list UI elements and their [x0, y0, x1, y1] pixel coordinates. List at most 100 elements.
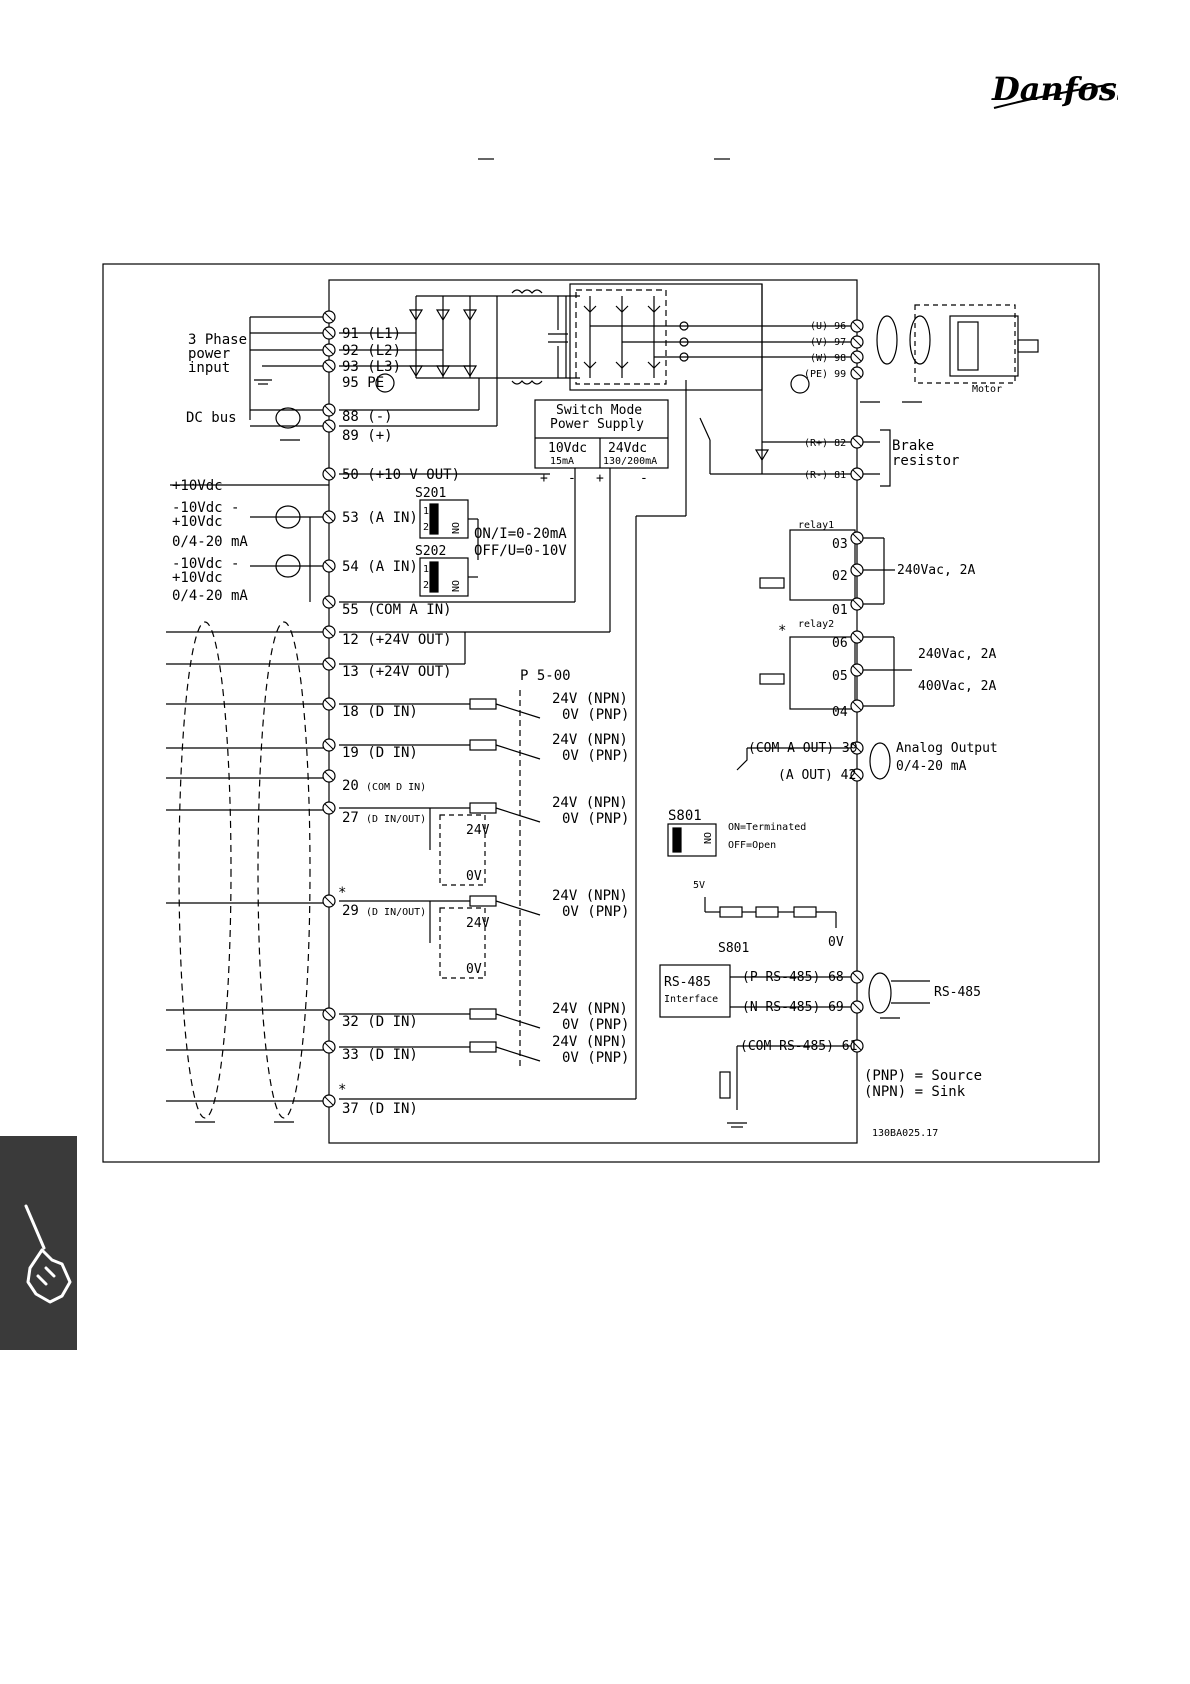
terminal-20-sub: (COM D IN)	[366, 782, 426, 793]
bias-0v-label: 0V	[828, 935, 844, 950]
din32-npn: 24V (NPN)	[552, 1001, 628, 1017]
din29-npn: 24V (NPN)	[552, 888, 628, 904]
left-terminals: 91 (L1) 92 (L2) 93 (L3) 95 PE 88 (-) 89 …	[338, 326, 460, 1117]
label-ain1-range3: 0/4-20 mA	[172, 534, 248, 550]
psu-10v: 10Vdc	[548, 441, 587, 456]
terminal-32: 32 (D IN)	[342, 1014, 418, 1030]
switch-s201-label: S201	[415, 486, 446, 501]
switch-note-current: ON/I=0-20mA	[474, 526, 567, 542]
s801-on-label: ON	[701, 832, 712, 844]
terminal-88: 88 (-)	[342, 409, 393, 425]
rs485-interface-1: RS-485	[664, 975, 711, 990]
terminal-37: 37 (D IN)	[342, 1101, 418, 1117]
legend-pnp: (PNP) = Source	[864, 1068, 982, 1084]
asterisk-37: *	[338, 1082, 346, 1098]
terminal-20: 20	[342, 778, 359, 794]
switch-note-voltage: OFF/U=0-10V	[474, 543, 567, 559]
terminal-55: 55 (COM A IN)	[342, 602, 452, 618]
din32-pnp: 0V (PNP)	[562, 1017, 629, 1033]
s201-pin-1: 1	[423, 506, 429, 517]
terminal-27: 27	[342, 810, 359, 826]
terminal-12: 12 (+24V OUT)	[342, 632, 452, 648]
label-ref-10v: +10Vdc	[172, 478, 223, 494]
relay1-label: relay1	[798, 520, 834, 531]
asterisk-29: *	[338, 885, 346, 901]
out27-24v: 24V	[466, 823, 490, 838]
s801-on-text: ON=Terminated	[728, 822, 806, 833]
terminal-68: (P RS-485) 68	[742, 970, 844, 985]
label-ain2-range3: 0/4-20 mA	[172, 588, 248, 604]
rs485-bus-label: RS-485	[934, 985, 981, 1000]
asterisk-relay2: *	[778, 623, 786, 639]
analog-switches: S201 S202 1 2 1 2 ON ON ON/I=0-20mA OFF/…	[415, 486, 567, 592]
s801-switch-label: S801	[718, 941, 749, 956]
chapter-tab	[0, 1136, 77, 1350]
danfoss-logo: Danfoss	[991, 70, 1118, 109]
din33-npn: 24V (NPN)	[552, 1034, 628, 1050]
din27-pnp: 0V (PNP)	[562, 811, 629, 827]
brake-label-2: resistor	[892, 453, 959, 469]
din19-npn: 24V (NPN)	[552, 732, 628, 748]
terminal-18: 18 (D IN)	[342, 704, 418, 720]
terminal-91: 91 (L1)	[342, 326, 401, 342]
psu-minus-1: -	[568, 471, 576, 486]
psu-200ma: 130/200mA	[603, 456, 657, 467]
s202-pin-2: 2	[423, 580, 429, 591]
s202-on-label: ON	[449, 580, 460, 592]
din27-npn: 24V (NPN)	[552, 795, 628, 811]
terminal-53: 53 (A IN)	[342, 510, 418, 526]
terminal-82: (R+) 82	[804, 438, 846, 449]
terminal-96: (U) 96	[810, 321, 846, 332]
label-ain1-range1: -10Vdc -	[172, 500, 239, 516]
out27-0v: 0V	[466, 869, 482, 884]
digital-input-labels: P 5-00 24V (NPN) 0V (PNP) 24V (NPN) 0V (…	[466, 668, 629, 1066]
terminal-01: 01	[832, 603, 848, 618]
s201-on-label: ON	[449, 522, 460, 534]
relay2-label: relay2	[798, 619, 834, 630]
terminal-69: (N RS-485) 69	[742, 1000, 844, 1015]
terminal-99: (PE) 99	[804, 369, 846, 380]
psu-24v: 24Vdc	[608, 441, 647, 456]
psu-plus-2: +	[596, 471, 604, 486]
analog-output-label-1: Analog Output	[896, 741, 998, 756]
param-p5-00: P 5-00	[520, 668, 571, 684]
label-input: input	[188, 360, 230, 376]
label-power: power	[188, 346, 230, 362]
terminal-02: 02	[832, 569, 848, 584]
terminal-33: 33 (D IN)	[342, 1047, 418, 1063]
legend-npn: (NPN) = Sink	[864, 1084, 966, 1100]
terminal-39: (COM A OUT) 39	[748, 741, 858, 756]
terminal-95: 95 PE	[342, 375, 384, 391]
right-terminals: (U) 96 (V) 97 (W) 98 (PE) 99 (R+) 82 (R-…	[740, 321, 858, 1054]
s801-pin-1: 1	[676, 828, 682, 839]
right-labels: Motor Brake resistor relay1 relay2 * 240…	[664, 384, 1002, 1139]
terminal-06: 06	[832, 636, 848, 651]
terminal-50: 50 (+10 V OUT)	[342, 467, 460, 483]
terminal-97: (V) 97	[810, 337, 846, 348]
s202-pin-1: 1	[423, 564, 429, 575]
din33-pnp: 0V (PNP)	[562, 1050, 629, 1066]
s201-pin-2: 2	[423, 522, 429, 533]
psu-minus-2: -	[640, 471, 648, 486]
label-ain2-range1: -10Vdc -	[172, 556, 239, 572]
psu-title-1: Switch Mode	[556, 403, 642, 418]
out29-0v: 0V	[466, 962, 482, 977]
supply-5v-label: 5V	[693, 880, 705, 891]
psu-15ma: 15mA	[550, 456, 574, 467]
label-dc-bus: DC bus	[186, 410, 237, 426]
terminal-05: 05	[832, 669, 848, 684]
din19-pnp: 0V (PNP)	[562, 748, 629, 764]
terminal-13: 13 (+24V OUT)	[342, 664, 452, 680]
s801-off-text: OFF=Open	[728, 840, 776, 851]
label-3-phase: 3 Phase	[188, 332, 247, 348]
logo-text: Danfoss	[991, 70, 1118, 108]
motor-label: Motor	[972, 384, 1002, 395]
din29-pnp: 0V (PNP)	[562, 904, 629, 920]
terminal-29-sub: (D IN/OUT)	[366, 907, 426, 918]
power-supply: Switch Mode Power Supply 10Vdc 24Vdc 15m…	[540, 403, 657, 486]
left-labels: 3 Phase power input DC bus +10Vdc -10Vdc…	[172, 332, 248, 604]
switch-s202-label: S202	[415, 544, 446, 559]
drawing-code: 130BA025.17	[872, 1128, 938, 1139]
terminal-93: 93 (L3)	[342, 359, 401, 375]
